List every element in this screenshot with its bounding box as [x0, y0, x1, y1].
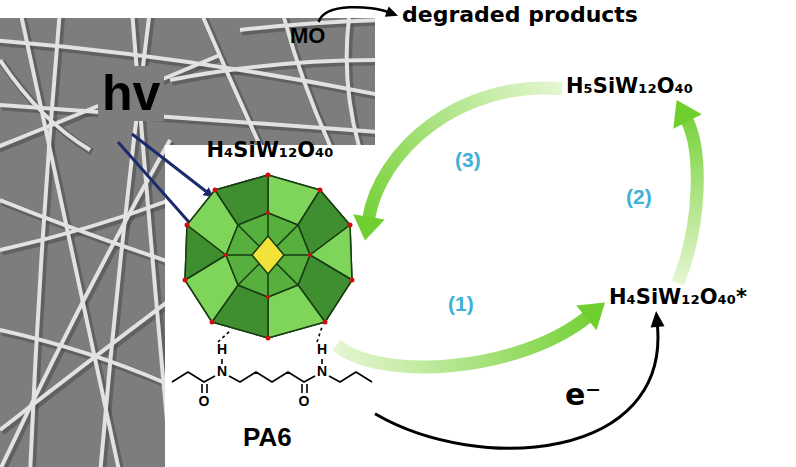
- connector-line: [319, 7, 389, 22]
- excited-species: H₄SiW₁₂O₄₀*: [605, 283, 751, 311]
- polymer-chain-part: [301, 384, 303, 393]
- hv-arrows-part: [132, 134, 212, 196]
- arrow-head: [651, 311, 665, 328]
- node-text: PA6: [243, 422, 371, 453]
- node-text: MO: [290, 23, 325, 49]
- polyoxometalate-cluster-part-part: [308, 253, 312, 257]
- connector-line: [337, 317, 588, 367]
- reduced-species: H₅SiW₁₂O₄₀: [562, 72, 697, 100]
- connector-line: [369, 88, 562, 219]
- polyoxometalate-cluster-part-part: [210, 320, 215, 325]
- polymer-chain-part: [317, 327, 322, 342]
- polymer-chain-part: [221, 359, 223, 364]
- electron-arrow: [319, 6, 398, 22]
- atom-label: O: [199, 394, 210, 409]
- electron-label: e⁻: [565, 378, 601, 411]
- polyoxometalate-cluster-part-part: [224, 253, 228, 257]
- polymer-chain-part: [306, 384, 308, 393]
- polyoxometalate-cluster-part-part: [266, 173, 271, 178]
- arrow-head: [576, 303, 605, 331]
- polyoxometalate-cluster-part-part: [183, 278, 188, 283]
- product-label: degraded products: [398, 1, 642, 28]
- atom-label: N: [317, 364, 327, 379]
- node-text: H₄SiW₁₂O₄₀: [179, 138, 361, 162]
- atom-label: H: [317, 342, 327, 357]
- sem-image-part: [0, 10, 380, 467]
- sem-image-part: [0, 12, 382, 467]
- step-number: (2): [626, 185, 652, 208]
- polyoxometalate-cluster-part-part: [318, 188, 323, 193]
- polyoxometalate-cluster-part-part: [266, 211, 270, 215]
- polymer-chain-part: [329, 372, 372, 382]
- node-text: H₅SiW₁₂O₄₀: [566, 74, 693, 98]
- atom-label: N: [217, 364, 227, 379]
- polyoxometalate-cluster-part: [226, 213, 310, 297]
- polymer-chain-part: [321, 359, 323, 364]
- polyoxometalate-cluster-part-part: [185, 223, 190, 228]
- polyoxometalate-cluster-part-part: [266, 295, 270, 299]
- electron-arrow: [375, 311, 665, 448]
- atom-label: O: [299, 394, 310, 409]
- photon-label: hv: [98, 66, 164, 121]
- polyoxometalate-cluster-part-part: [266, 336, 271, 341]
- polymer-chain-part: [229, 372, 315, 382]
- polymer-chain-part: [218, 331, 230, 342]
- connector-line: [678, 120, 697, 283]
- atom-label: H: [217, 342, 227, 357]
- polyoxometalate-cluster-part-part: [350, 278, 355, 283]
- reaction-arrow: [353, 88, 562, 240]
- polyoxometalate-cluster-part-part: [348, 223, 353, 228]
- polymer-chain: [172, 327, 372, 393]
- sem-image: [0, 0, 382, 467]
- node-text: degraded products: [402, 2, 638, 27]
- step-number: (3): [455, 148, 481, 171]
- polyoxometalate-cluster-part: [185, 175, 352, 338]
- arrow-head: [353, 214, 385, 240]
- cluster-species: H₄SiW₁₂O₄₀: [175, 136, 365, 345]
- arrow-head: [673, 100, 702, 129]
- polyoxometalate-cluster-part-part: [323, 320, 328, 325]
- polyoxometalate-cluster: [183, 173, 355, 341]
- polymer-chain-part: [172, 372, 215, 382]
- polymer-chain-part: [206, 384, 208, 393]
- node-text: H₄SiW₁₂O₄₀*: [609, 285, 747, 309]
- polymer-chain-part: [201, 384, 203, 393]
- reaction-arrow: [673, 100, 702, 283]
- arrow-head: [385, 6, 398, 16]
- polyoxometalate-cluster-part: [252, 236, 284, 274]
- polyoxometalate-cluster-part: [183, 173, 355, 341]
- dye-label: MO: [286, 22, 329, 50]
- polyoxometalate-cluster-part-part: [213, 188, 218, 193]
- polyoxometalate-cluster-part: [226, 213, 310, 297]
- step-number: (1): [448, 292, 474, 315]
- connector-line: [375, 325, 658, 448]
